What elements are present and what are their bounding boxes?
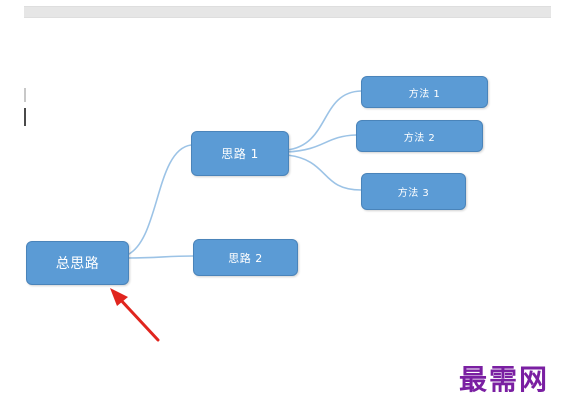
mindmap-method-node-3[interactable]: 方法 3 xyxy=(361,173,466,210)
branch-1-label: 思路 1 xyxy=(221,147,259,161)
mindmap-root-node[interactable]: 总思路 xyxy=(26,241,129,285)
method-2-label: 方法 2 xyxy=(403,132,436,144)
root-node-label: 总思路 xyxy=(55,256,100,272)
connector-root-to-branch-2 xyxy=(126,255,194,259)
connector-branch-1-to-method-1 xyxy=(286,90,362,151)
mindmap-method-node-1[interactable]: 方法 1 xyxy=(361,76,488,108)
text-caret-light xyxy=(24,88,26,102)
mindmap-branch-node-1[interactable]: 思路 1 xyxy=(191,131,289,176)
connector-branch-1-to-method-3 xyxy=(286,154,362,191)
document-top-bar xyxy=(24,6,551,18)
connector-root-to-branch-1 xyxy=(126,144,192,256)
connector-branch-1-to-method-2 xyxy=(286,134,357,153)
method-3-label: 方法 3 xyxy=(397,188,430,199)
red-arrow-annotation xyxy=(110,288,160,342)
text-caret xyxy=(24,108,26,126)
site-watermark: 最需网 xyxy=(458,363,549,396)
mindmap-branch-node-2[interactable]: 思路 2 xyxy=(193,239,298,276)
branch-2-label: 思路 2 xyxy=(228,251,263,265)
method-1-label: 方法 1 xyxy=(408,88,441,100)
mindmap-method-node-2[interactable]: 方法 2 xyxy=(356,120,483,152)
